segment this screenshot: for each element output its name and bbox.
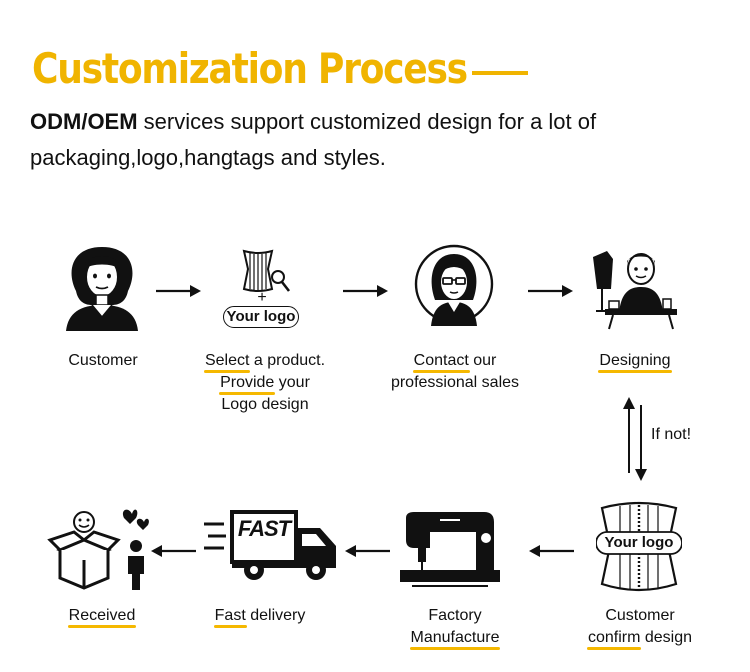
intro-line1: services support customized design for a… (137, 109, 597, 134)
sewing-machine-icon (400, 512, 500, 587)
truck-fast-text: FAST (237, 516, 291, 541)
corset-product-icon (242, 249, 291, 292)
page-title: Customization Process (32, 44, 468, 93)
received-label: Received (42, 605, 162, 628)
loop-arrows-icon (623, 397, 647, 481)
received-box-icon (47, 509, 149, 590)
arrow-left-2 (345, 545, 390, 557)
factory-label: Factory Manufacture (385, 605, 525, 650)
confirm-corset-icon (596, 501, 682, 592)
if-not-label: If not! (651, 426, 692, 443)
delivery-truck-icon (204, 510, 336, 580)
arrow-right-1 (156, 285, 201, 297)
designer-icon (593, 251, 677, 330)
intro-line2: packaging,logo,hangtags and styles. (30, 145, 386, 170)
intro-text: ODM/OEM services support customized desi… (30, 104, 730, 176)
intro-bold: ODM/OEM (30, 109, 138, 134)
arrow-right-2 (343, 285, 388, 297)
title-dash (472, 71, 528, 75)
plus-sign: + (257, 289, 267, 306)
arrow-right-3 (528, 285, 573, 297)
select-label: Select a product. Provide your Logo desi… (203, 352, 326, 413)
contact-label: Contact our professional sales (390, 352, 520, 391)
delivery-label: Fast delivery (190, 605, 330, 628)
arrow-left-1 (529, 545, 574, 557)
arrow-left-3 (151, 545, 196, 557)
designing-label: Designing (570, 350, 700, 373)
customer-woman-icon (66, 247, 138, 331)
confirm-label: Customer confirm design (570, 605, 710, 650)
customer-label: Customer (68, 352, 138, 369)
your-logo-badge: Your logo (223, 306, 299, 328)
confirm-logo-text: Your logo (604, 534, 674, 551)
sales-person-icon (414, 244, 494, 326)
